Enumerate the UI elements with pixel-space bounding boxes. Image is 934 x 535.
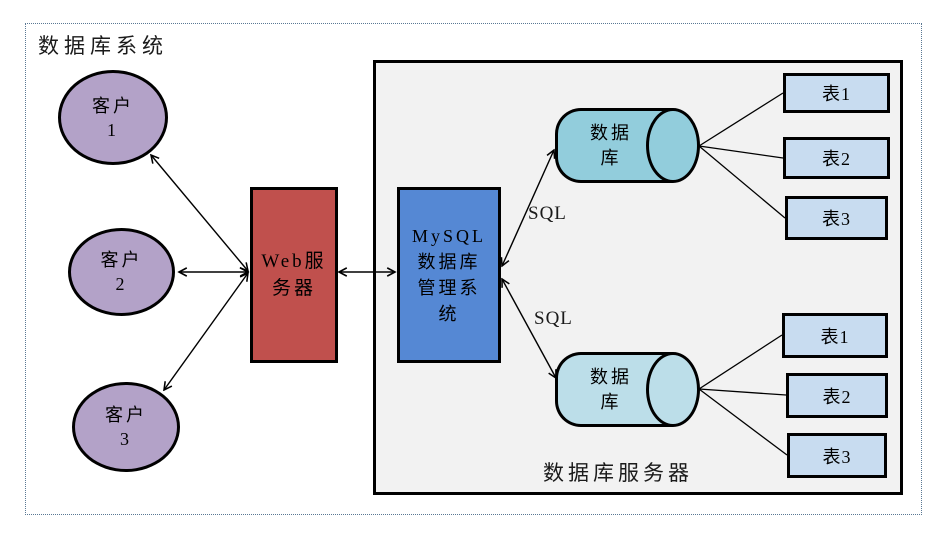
- database-1-table-1: 表1: [783, 73, 890, 113]
- web-server-label-line1: Web服: [261, 251, 327, 272]
- dbms-label-line4: 统: [438, 304, 460, 324]
- database-1-table-3: 表3: [785, 196, 888, 240]
- dbms-label-line3: 管理系: [417, 278, 481, 298]
- system-boundary: [25, 23, 922, 515]
- client-1-label-line2: 1: [107, 119, 119, 140]
- client-3-node: 客户 3: [72, 382, 180, 472]
- cylinder-2-cap: [646, 352, 700, 427]
- database-2-table-3: 表3: [787, 433, 887, 478]
- sql-label-lower: SQL: [534, 308, 573, 329]
- client-1-node: 客户 1: [58, 70, 168, 165]
- cylinder-1-cap: [646, 108, 700, 183]
- database-cylinder-1: 数据 库: [555, 108, 700, 183]
- database-2-label-line1: 数据: [590, 366, 632, 387]
- database-1-label: 数据 库: [563, 108, 659, 183]
- dbms-label-line1: MySQL: [411, 226, 486, 246]
- database-1-label-line1: 数据: [590, 122, 632, 143]
- client-1-label-line1: 客户: [92, 95, 134, 116]
- database-cylinder-2: 数据 库: [555, 352, 700, 427]
- database-2-label-line2: 库: [600, 391, 622, 412]
- database-2-table-2: 表2: [786, 373, 888, 418]
- client-2-node: 客户 2: [68, 228, 175, 316]
- mysql-dbms-node: MySQL 数据库 管理系 统: [397, 187, 501, 363]
- client-3-label-line1: 客户: [105, 405, 147, 425]
- diagram-title: 数据库系统: [38, 34, 168, 58]
- web-server-label-line2: 务器: [271, 278, 316, 299]
- dbms-label-line2: 数据库: [417, 252, 481, 272]
- web-server-node: Web服 务器: [250, 187, 338, 363]
- database-1-table-2: 表2: [783, 137, 890, 179]
- sql-label-upper: SQL: [528, 203, 567, 224]
- database-1-label-line2: 库: [600, 147, 622, 168]
- client-3-label-line2: 3: [120, 429, 132, 449]
- client-2-label-line2: 2: [115, 274, 128, 294]
- database-2-table-1: 表1: [782, 313, 888, 358]
- client-2-label-line1: 客户: [100, 250, 143, 270]
- db-server-label: 数据库服务器: [543, 461, 693, 485]
- database-2-label: 数据 库: [563, 352, 659, 427]
